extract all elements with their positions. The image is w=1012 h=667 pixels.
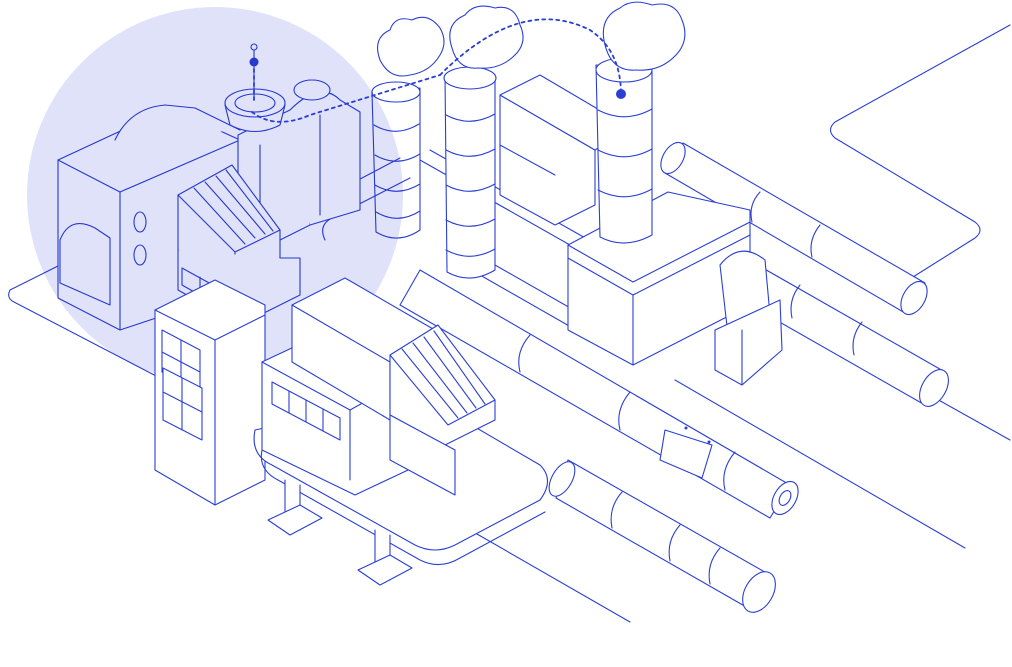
smokestack-right <box>595 1 686 244</box>
smokestack-middle <box>443 5 524 279</box>
stack-node <box>616 89 626 99</box>
vent-to-stack-connection <box>251 18 626 123</box>
highlight-circle <box>27 7 403 383</box>
pipe-hatch <box>659 429 713 479</box>
main-pipe <box>399 269 799 519</box>
front-roof-unit <box>389 324 496 496</box>
right-tank <box>714 250 783 386</box>
lower-front-pipe <box>548 459 776 613</box>
right-pipe-upper <box>660 141 928 316</box>
smoke-cloud-right <box>602 1 686 71</box>
front-tall-building <box>154 279 266 506</box>
right-pipe-lower <box>719 254 949 407</box>
smoke-cloud-left <box>377 16 445 77</box>
